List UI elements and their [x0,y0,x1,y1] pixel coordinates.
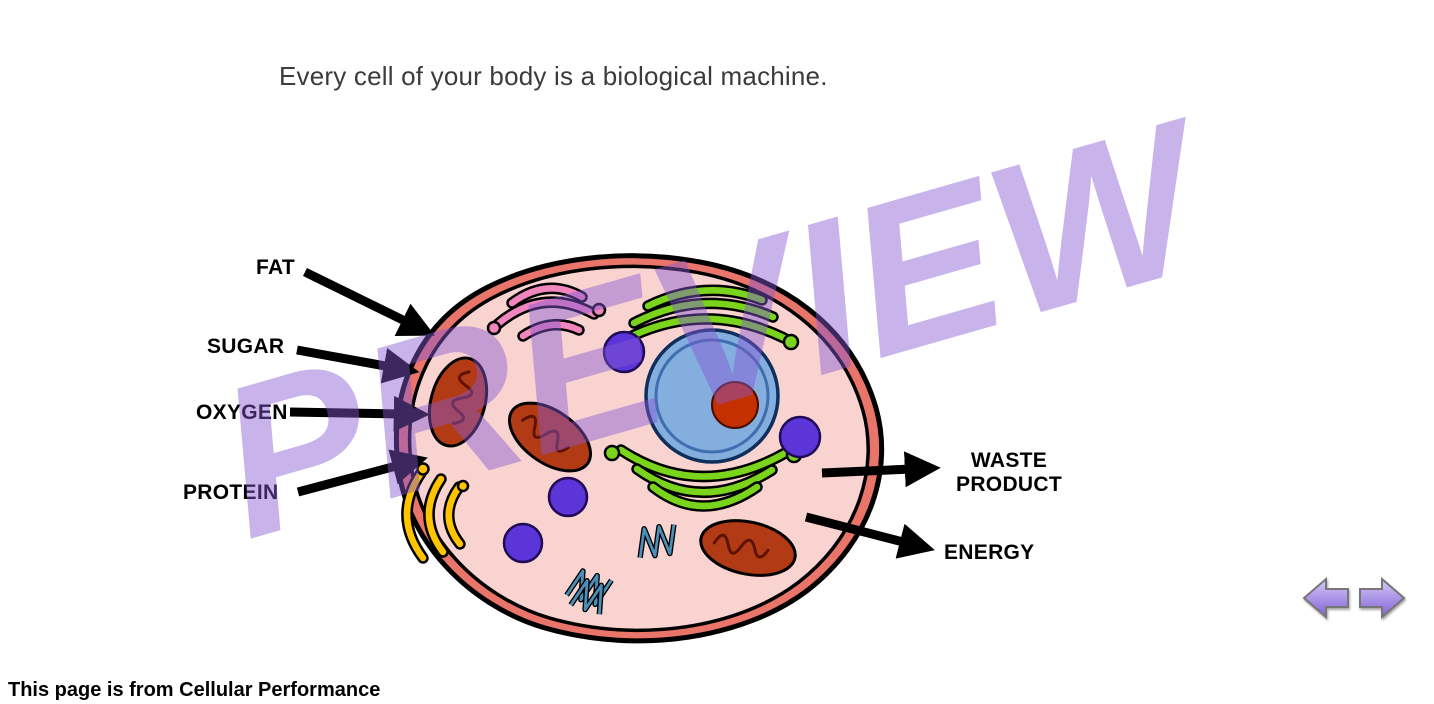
sugar-arrow [296,345,420,384]
next-arrow-button[interactable] [1358,576,1406,620]
fat-arrow [303,267,435,336]
prev-arrow-icon [1302,576,1349,620]
prev-arrow-button[interactable] [1302,576,1350,620]
footer-note: This page is from Cellular Performance [8,679,381,701]
label-fat: FAT [256,256,296,279]
energy-arrow [804,512,935,559]
nucleolus [711,381,759,429]
label-oxygen: OXYGEN [196,401,288,424]
centriole [564,568,614,615]
protein-arrow [296,449,428,497]
vesicle [602,330,646,374]
vesicle [778,415,822,459]
centriole [637,523,677,559]
mitochondrion [699,519,797,577]
golgi-apparatus-bottom-icon [603,444,803,512]
page-title: Every cell of your body is a biological … [279,61,828,91]
label-energy: ENERGY [944,541,1035,564]
vesicle [547,476,589,518]
page-navigation [1302,576,1406,620]
label-waste-line1: WASTE [970,449,1048,472]
label-sugar: SUGAR [207,335,285,358]
mitochondrion [507,401,593,473]
waste-product-arrow [821,451,941,488]
endoplasmic-reticulum-pink-icon [486,282,607,342]
vesicle [502,522,544,564]
label-waste-product: WASTE PRODUCT [948,449,1070,497]
label-waste-line2: PRODUCT [956,473,1062,496]
nucleus [644,328,780,464]
oxygen-arrow [289,395,430,432]
next-arrow-icon [1359,576,1406,620]
mitochondrion [427,356,489,448]
label-protein: PROTEIN [183,481,279,504]
golgi-apparatus-top-icon [604,284,800,355]
